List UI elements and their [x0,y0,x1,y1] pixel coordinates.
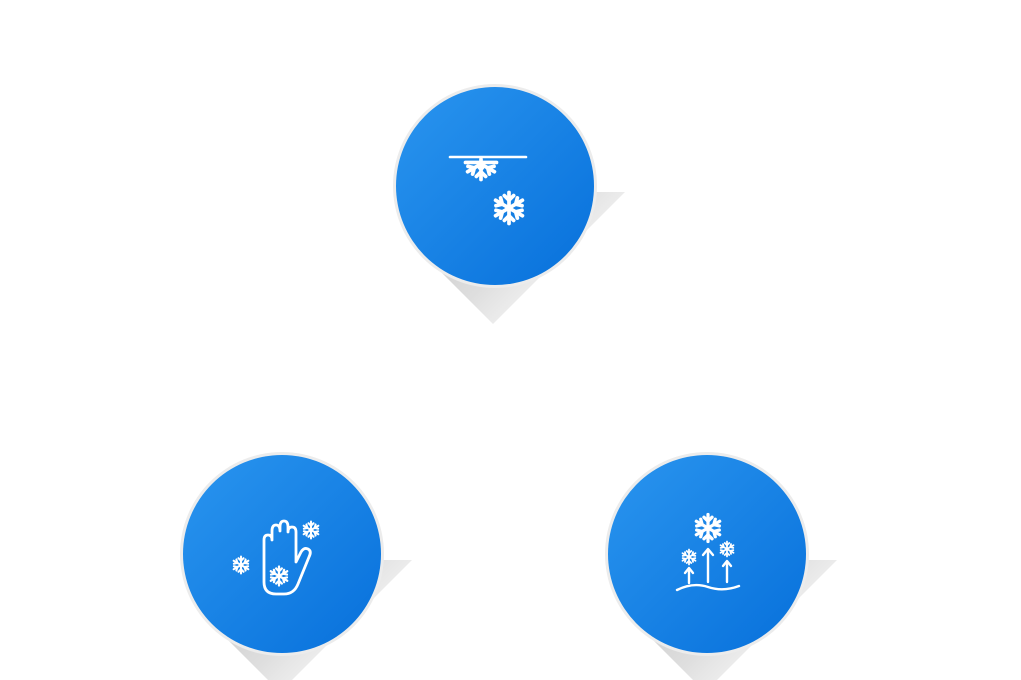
frozen-ceiling-badge-graphic [393,84,625,324]
circle-face [183,455,381,653]
cold-hand-badge-graphic [180,452,412,680]
cold-hand-icon [232,519,320,596]
rising-cold-air-icon [675,512,741,592]
circle-face [396,87,594,285]
rising-cold-badge [605,452,837,680]
rising-cold-badge-graphic [605,452,837,680]
cold-hand-badge [180,452,412,680]
frozen-ceiling-snowflake-icon [448,155,528,226]
frozen-ceiling-badge [393,84,625,324]
